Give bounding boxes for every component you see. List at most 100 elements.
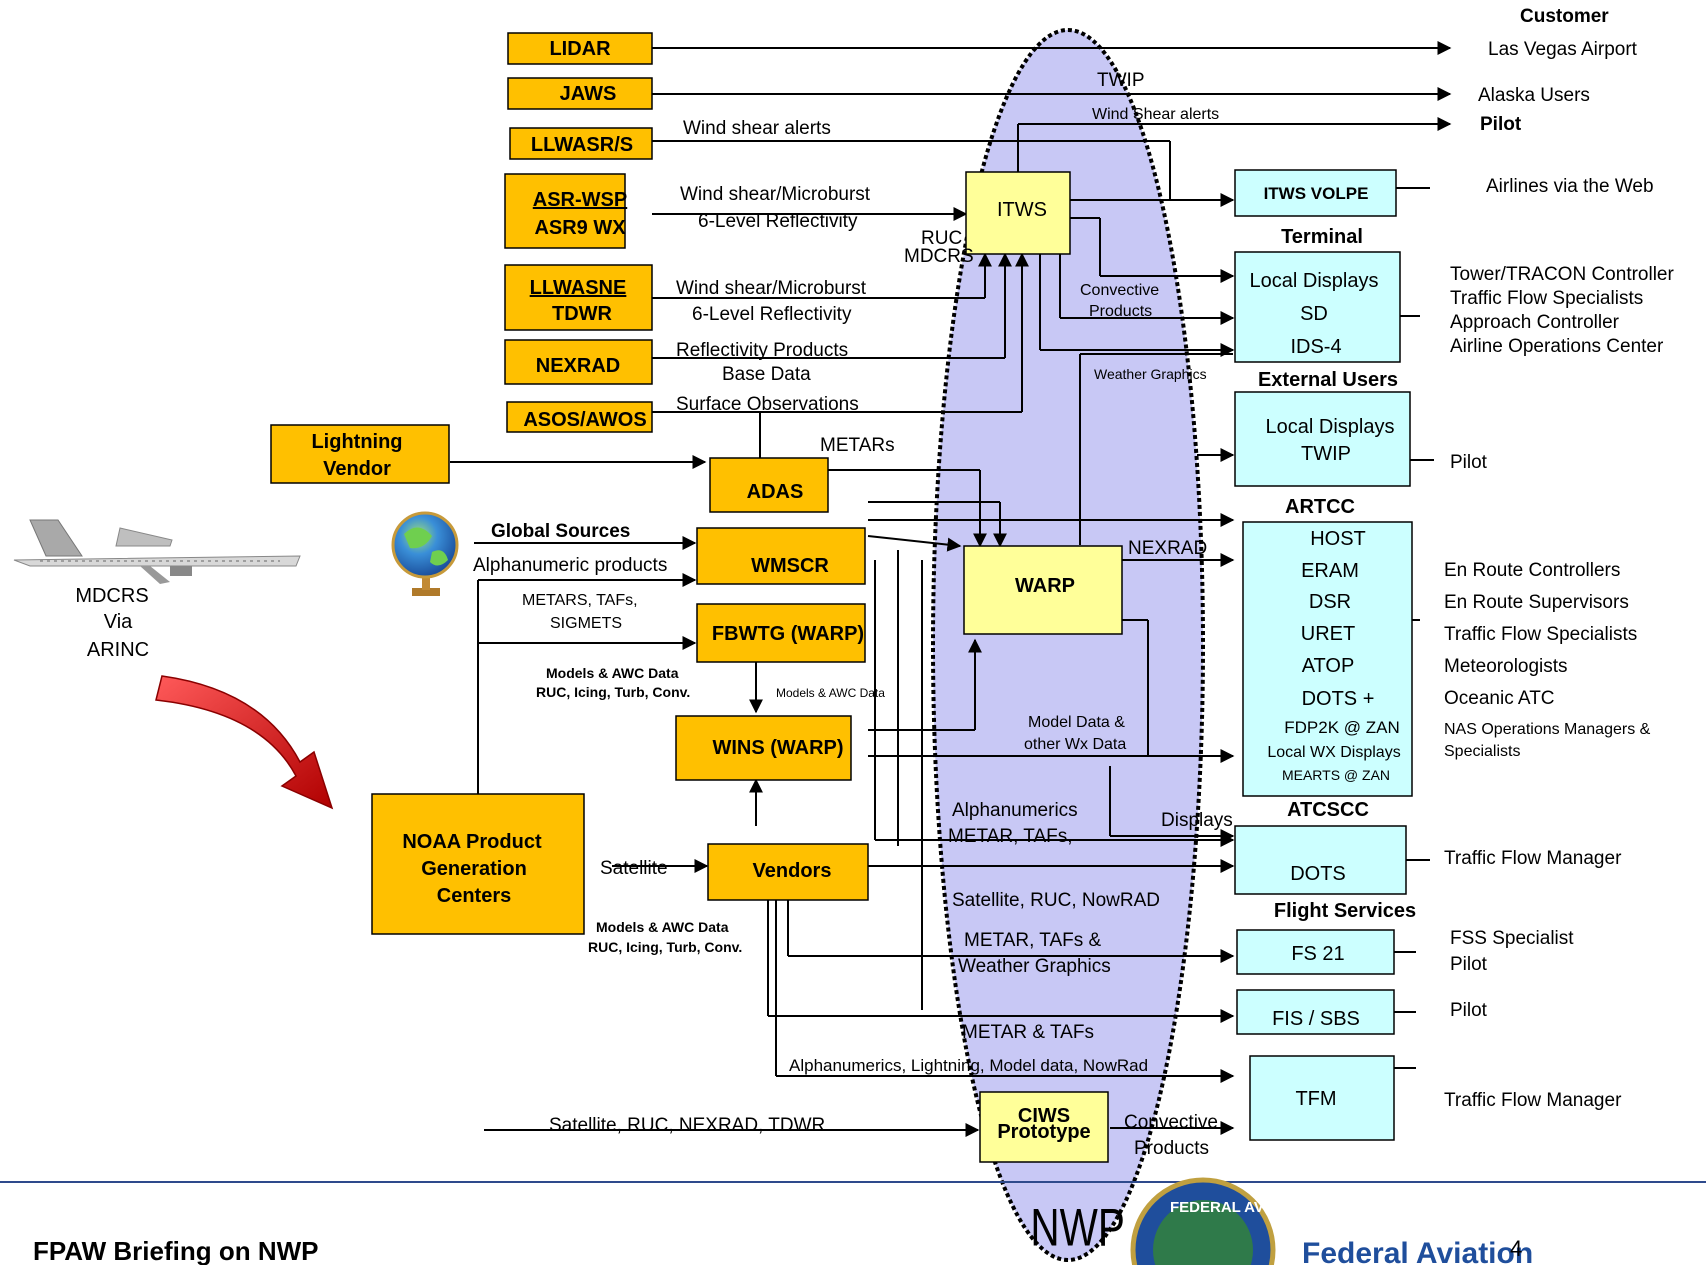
warp-box bbox=[963, 545, 1123, 635]
wind-shear-alerts-top-label: Wind Shear alerts bbox=[1092, 106, 1219, 123]
artcc-box bbox=[1242, 521, 1413, 797]
global-sources-label: Global Sources bbox=[491, 521, 630, 542]
metar-tafs-amp-label: METAR, TAFs & bbox=[964, 930, 1102, 951]
llwas-ne-label: LLWASNE bbox=[530, 277, 627, 299]
llwas-rs-box bbox=[509, 127, 653, 160]
terminal-item-3: IDS-4 bbox=[1290, 336, 1341, 358]
fs-user-1: FSS Specialist bbox=[1450, 928, 1574, 949]
nexrad-out-label: NEXRAD bbox=[1128, 538, 1207, 559]
itws-volpe-label: ITWS VOLPE bbox=[1264, 184, 1369, 203]
fs21-box bbox=[1236, 929, 1395, 975]
wins-label: WINS (WARP) bbox=[712, 737, 843, 759]
atcscc-box bbox=[1234, 825, 1407, 895]
airlines-web-label: Airlines via the Web bbox=[1486, 176, 1654, 197]
terminal-user-4: Airline Operations Center bbox=[1450, 336, 1664, 357]
fis-user-label: Pilot bbox=[1450, 1000, 1488, 1021]
red-curved-arrow-icon bbox=[155, 675, 334, 810]
lidar-label: LIDAR bbox=[549, 38, 611, 60]
external-pilot-label: Pilot bbox=[1450, 452, 1488, 473]
terminal-header: Terminal bbox=[1281, 226, 1363, 248]
artcc-item-3: DSR bbox=[1309, 591, 1351, 613]
external-item-2: TWIP bbox=[1301, 443, 1351, 465]
wind-shear-alerts-label: Wind shear alerts bbox=[683, 118, 831, 139]
artcc-header: ARTCC bbox=[1285, 496, 1355, 518]
artcc-user-6: NAS Operations Managers & bbox=[1444, 721, 1651, 738]
warp-label: WARP bbox=[1015, 575, 1075, 597]
models-awc-small-label: Models & AWC Data bbox=[776, 686, 885, 700]
metar-tafs-2-label: METAR, TAFs, bbox=[948, 826, 1073, 847]
tdwr-label: TDWR bbox=[552, 303, 613, 325]
atcscc-user-label: Traffic Flow Manager bbox=[1444, 848, 1622, 869]
footer-left-title: FPAW Briefing on NWP bbox=[33, 1236, 319, 1265]
metars-label: METARs bbox=[820, 435, 895, 456]
asr9-wx-label: ASR9 WX bbox=[534, 217, 626, 239]
artcc-user-1: En Route Controllers bbox=[1444, 560, 1620, 581]
aircraft-caption-2: Via bbox=[104, 611, 133, 633]
noaa-box bbox=[371, 793, 585, 935]
nwp-ellipse bbox=[931, 28, 1205, 1262]
nwp-label: NWP bbox=[1030, 1197, 1124, 1256]
sat-ruc-nexrad-tdwr-label: Satellite, RUC, NEXRAD, TDWR bbox=[549, 1115, 825, 1136]
ruc-icing-1-label: RUC, Icing, Turb, Conv. bbox=[536, 684, 690, 700]
ciws-box bbox=[979, 1091, 1109, 1163]
terminal-user-3: Approach Controller bbox=[1450, 312, 1620, 333]
models-awc-2-label: Models & AWC Data bbox=[596, 919, 729, 935]
noaa-label-1: NOAA Product bbox=[402, 831, 542, 853]
alphanumerics-label: Alphanumerics bbox=[952, 800, 1078, 821]
artcc-item-1: HOST bbox=[1310, 528, 1366, 550]
tfm-user-label: Traffic Flow Manager bbox=[1444, 1090, 1622, 1111]
external-header: External Users bbox=[1258, 369, 1398, 391]
nexrad-box bbox=[504, 339, 653, 385]
aircraft-icon bbox=[13, 519, 301, 584]
fs21-label: FS 21 bbox=[1291, 943, 1344, 965]
vendors-label: Vendors bbox=[753, 860, 832, 882]
convective-label-1: Convective bbox=[1080, 282, 1159, 299]
alpha-lightning-label: Alphanumerics, Lightning, Model data, No… bbox=[789, 1056, 1148, 1075]
itws-volpe-box bbox=[1234, 169, 1397, 217]
llwas-rs-label: LLWASR/S bbox=[531, 134, 633, 156]
surface-obs-label: Surface Observations bbox=[676, 394, 859, 415]
artcc-item-5: ATOP bbox=[1302, 655, 1355, 677]
destination-boxes bbox=[1234, 169, 1413, 1141]
artcc-item-9: MEARTS @ ZAN bbox=[1282, 767, 1390, 783]
terminal-item-2: SD bbox=[1300, 303, 1328, 325]
ciws-label-1: CIWS bbox=[1018, 1105, 1070, 1127]
convective-label-2: Products bbox=[1089, 303, 1152, 320]
ciws-label-2: Prototype bbox=[997, 1121, 1090, 1143]
external-box bbox=[1234, 391, 1411, 487]
lidar-box bbox=[507, 32, 653, 65]
sat-ruc-nowrad-label: Satellite, RUC, NowRAD bbox=[952, 890, 1160, 911]
artcc-item-4: URET bbox=[1301, 623, 1355, 645]
globe-icon bbox=[391, 511, 459, 596]
wmscr-label: WMSCR bbox=[751, 555, 829, 577]
reflect-2-label: 6-Level Reflectivity bbox=[692, 304, 852, 325]
las-vegas-label: Las Vegas Airport bbox=[1488, 39, 1638, 60]
source-boxes bbox=[270, 32, 1123, 1163]
pilot-bold-label: Pilot bbox=[1480, 114, 1522, 135]
atcscc-item: DOTS bbox=[1290, 863, 1346, 885]
jaws-box bbox=[507, 77, 653, 110]
lightning-label-1: Lightning bbox=[311, 431, 402, 453]
noaa-label-3: Centers bbox=[437, 885, 511, 907]
metars-tafs-1-label: METARS, TAFs, bbox=[522, 592, 638, 609]
products-2-label: Products bbox=[1134, 1138, 1209, 1159]
ws-micro-1-label: Wind shear/Microburst bbox=[680, 184, 871, 205]
connection-lines bbox=[450, 41, 1452, 1137]
reflectivity-products-label: Reflectivity Products bbox=[676, 340, 848, 361]
wins-box bbox=[675, 715, 852, 781]
jaws-label: JAWS bbox=[560, 83, 617, 105]
fis-sbs-label: FIS / SBS bbox=[1272, 1008, 1360, 1030]
artcc-user-5: Oceanic ATC bbox=[1444, 688, 1555, 709]
tfm-box bbox=[1249, 1055, 1395, 1141]
itws-box bbox=[965, 171, 1071, 255]
asr-wsp-label: ASR-WSP bbox=[533, 189, 627, 211]
fs-user-2: Pilot bbox=[1450, 954, 1488, 975]
base-data-label: Base Data bbox=[722, 364, 811, 385]
artcc-user-4: Meteorologists bbox=[1444, 656, 1568, 677]
mdcrs-label: MDCRS bbox=[904, 246, 974, 267]
artcc-user-3: Traffic Flow Specialists bbox=[1444, 624, 1637, 645]
artcc-user-2: En Route Supervisors bbox=[1444, 592, 1629, 613]
atcscc-header: ATCSCC bbox=[1287, 799, 1369, 821]
